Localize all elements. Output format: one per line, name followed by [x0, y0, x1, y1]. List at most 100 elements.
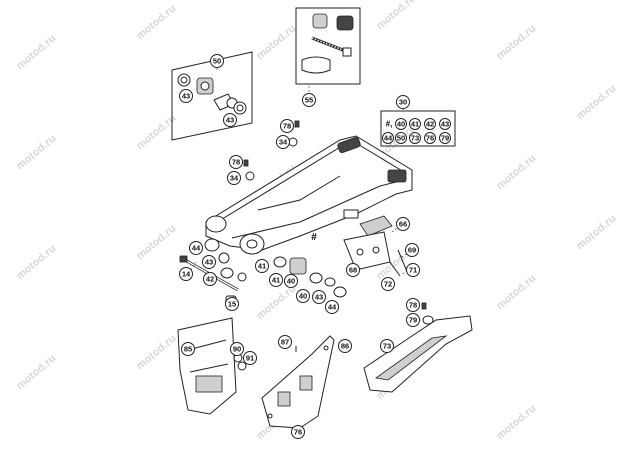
- kit-table-30: #, 40 41 42 43 44 50 73 76 79: [380, 110, 456, 147]
- callout-87: 87: [278, 335, 292, 349]
- svg-text:43: 43: [205, 258, 213, 267]
- svg-text:72: 72: [384, 280, 392, 289]
- bushing-part: [196, 77, 214, 95]
- svg-text:76: 76: [294, 428, 302, 437]
- svg-text:78: 78: [283, 122, 291, 131]
- kit-callout-76: 76: [424, 132, 436, 144]
- svg-text:34: 34: [279, 138, 288, 147]
- svg-text:44: 44: [192, 244, 201, 253]
- svg-text:78: 78: [409, 301, 417, 310]
- svg-text:73: 73: [411, 134, 419, 143]
- svg-text:50: 50: [397, 134, 405, 143]
- kit-callout-73: 73: [409, 132, 421, 144]
- svg-text:66: 66: [399, 220, 407, 229]
- callout-43: 43: [179, 89, 193, 103]
- callout-79: 79: [406, 313, 420, 327]
- chain-slider-73: [363, 302, 473, 393]
- watermark: motod.ru: [254, 22, 298, 62]
- watermark: motod.ru: [14, 242, 58, 282]
- callout-43: 43: [312, 290, 326, 304]
- callout-85: 85: [181, 342, 195, 356]
- svg-text:90: 90: [233, 345, 241, 354]
- watermark: motod.ru: [494, 402, 538, 442]
- svg-text:41: 41: [258, 262, 266, 271]
- screw-78-34-top: [288, 120, 300, 147]
- callout-55: 55: [302, 93, 316, 107]
- svg-text:30: 30: [399, 98, 407, 107]
- svg-text:43: 43: [182, 92, 190, 101]
- callout-78: 78: [229, 155, 243, 169]
- kit-callout-43: 43: [439, 118, 451, 130]
- svg-text:85: 85: [184, 345, 192, 354]
- svg-text:43: 43: [441, 120, 449, 129]
- callout-40: 40: [296, 289, 310, 303]
- kit-55-box: [295, 7, 361, 85]
- watermark: motod.ru: [254, 282, 298, 322]
- callout-72: 72: [381, 277, 395, 291]
- callout-14: 14: [179, 267, 193, 281]
- svg-text:42: 42: [206, 275, 214, 284]
- svg-text:34: 34: [230, 174, 239, 183]
- kit-hash-label: #,: [386, 120, 393, 129]
- svg-text:91: 91: [246, 354, 254, 363]
- callout-43: 43: [202, 255, 216, 269]
- callout-78: 78: [406, 298, 420, 312]
- watermark: motod.ru: [14, 132, 58, 172]
- kit-50-box: [171, 51, 253, 141]
- svg-text:40: 40: [397, 120, 405, 129]
- svg-text:44: 44: [384, 134, 393, 143]
- watermark: motod.ru: [134, 222, 178, 262]
- callout-15: 15: [225, 297, 239, 311]
- callout-91: 91: [243, 351, 257, 365]
- watermark: motod.ru: [14, 32, 58, 72]
- svg-text:14: 14: [182, 270, 191, 279]
- callout-44: 44: [189, 241, 203, 255]
- svg-text:50: 50: [213, 57, 221, 66]
- kit-callout-40: 40: [395, 118, 407, 130]
- kit-callout-42: 42: [424, 118, 436, 130]
- svg-text:73: 73: [383, 342, 391, 351]
- callout-68: 68: [346, 263, 360, 277]
- bearing-part: [177, 73, 191, 87]
- callout-44: 44: [325, 300, 339, 314]
- hash-marker: #: [311, 232, 317, 243]
- svg-text:78: 78: [232, 158, 240, 167]
- seal-part: [233, 101, 247, 115]
- watermark: motod.ru: [494, 272, 538, 312]
- watermark: motod.ru: [494, 22, 538, 62]
- swingarm: [205, 135, 413, 255]
- callout-41: 41: [255, 259, 269, 273]
- callout-42: 42: [203, 272, 217, 286]
- watermark: motod.ru: [134, 332, 178, 372]
- chain-guide-86: [261, 335, 335, 429]
- svg-text:40: 40: [287, 277, 295, 286]
- pivot-bearings: [204, 238, 247, 305]
- callout-73: 73: [380, 339, 394, 353]
- callout-34: 34: [227, 171, 241, 185]
- callout-50: 50: [210, 54, 224, 68]
- kit-callout-44: 44: [382, 132, 394, 144]
- svg-text:15: 15: [228, 300, 236, 309]
- svg-text:43: 43: [226, 116, 234, 125]
- svg-text:79: 79: [409, 316, 417, 325]
- svg-text:71: 71: [409, 266, 417, 275]
- chain-slider-66: [343, 215, 409, 277]
- svg-text:79: 79: [441, 134, 449, 143]
- callout-40: 40: [284, 274, 298, 288]
- screw-78-34-mid: [243, 159, 255, 181]
- svg-text:42: 42: [426, 120, 434, 129]
- callout-41: 41: [269, 273, 283, 287]
- callout-90: 90: [230, 342, 244, 356]
- spacer-part: [213, 93, 238, 111]
- watermark: motod.ru: [574, 212, 618, 252]
- pivot-parts-right: [273, 256, 347, 298]
- svg-text:55: 55: [305, 96, 313, 105]
- callout-76: 76: [291, 425, 305, 439]
- svg-text:40: 40: [299, 292, 307, 301]
- svg-text:87: 87: [281, 338, 289, 347]
- svg-text:41: 41: [411, 120, 419, 129]
- callout-86: 86: [338, 339, 352, 353]
- kit-callout-41: 41: [409, 118, 421, 130]
